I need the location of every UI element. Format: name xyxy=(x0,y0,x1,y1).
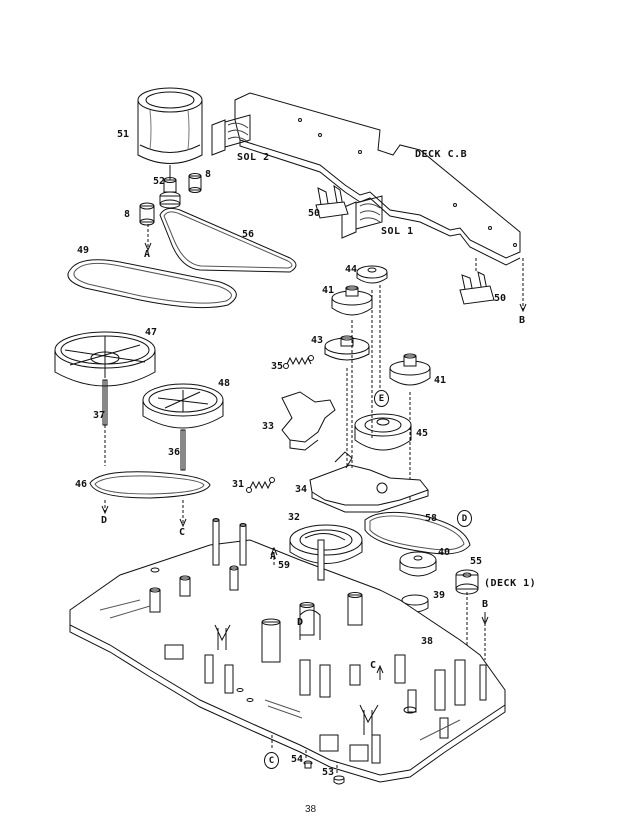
lever-33 xyxy=(282,392,335,450)
part-label-35: 35 xyxy=(271,361,284,372)
circled-letter-e: E xyxy=(374,390,389,407)
part-label-8-left: 8 xyxy=(124,209,131,220)
part-label-51: 51 xyxy=(117,129,130,140)
belts xyxy=(68,208,470,554)
springs xyxy=(247,356,314,493)
ref-letter-a-top: A xyxy=(144,249,151,260)
leaf-switch-50-left xyxy=(316,186,348,218)
part-label-50-left: 50 xyxy=(308,208,321,219)
solenoid-1-label: SOL 1 xyxy=(381,226,414,237)
part-label-55: 55 xyxy=(470,556,483,567)
leaf-switch-50-right xyxy=(460,258,494,304)
circled-letter-d: D xyxy=(457,510,472,527)
ref-letter-d-left: D xyxy=(101,515,108,526)
part-label-8-right: 8 xyxy=(205,169,212,180)
part-label-58: 58 xyxy=(425,513,438,524)
deck-1-label: (DECK 1) xyxy=(484,578,537,589)
part-label-40: 40 xyxy=(438,547,451,558)
reel-table-45 xyxy=(355,414,411,450)
part-label-41-right: 41 xyxy=(434,375,447,386)
gears-stack xyxy=(325,266,430,500)
ref-letter-d-base: D xyxy=(297,617,304,628)
pulley-40 xyxy=(400,552,436,576)
part-label-37: 37 xyxy=(93,410,106,421)
deck-circuit-board xyxy=(235,93,520,265)
pulley-parts xyxy=(140,174,201,251)
takeup-reel-48 xyxy=(143,384,223,526)
part-label-41-top: 41 xyxy=(322,285,335,296)
part-label-56: 56 xyxy=(242,229,255,240)
brake-plate-34 xyxy=(310,452,428,512)
ref-letter-b-right: B xyxy=(482,599,489,610)
part-label-59: 59 xyxy=(278,560,291,571)
ref-letter-c-left: C xyxy=(179,527,186,538)
part-label-34: 34 xyxy=(295,484,308,495)
solenoid-2-label: SOL 2 xyxy=(237,152,270,163)
part-label-48: 48 xyxy=(218,378,231,389)
solenoid-1 xyxy=(342,196,382,238)
part-label-33: 33 xyxy=(262,421,275,432)
part-label-38: 38 xyxy=(421,636,434,647)
supply-reel-47 xyxy=(55,332,155,513)
solenoid-2 xyxy=(212,115,250,155)
screws-54-53 xyxy=(304,761,344,784)
part-label-39: 39 xyxy=(433,590,446,601)
part-label-53: 53 xyxy=(322,767,335,778)
page-number: 38 xyxy=(305,804,317,815)
deck-cb-label: DECK C.B xyxy=(415,149,468,160)
ref-letter-b-top: B xyxy=(519,315,526,326)
circled-letter-c: C xyxy=(264,752,279,769)
part-label-31: 31 xyxy=(232,479,245,490)
part-label-36: 36 xyxy=(168,447,181,458)
part-label-44: 44 xyxy=(345,264,358,275)
part-label-52: 52 xyxy=(153,176,166,187)
ref-letter-a-base: A xyxy=(270,551,277,562)
ref-letter-c-base: C xyxy=(370,660,377,671)
capstan-motor xyxy=(138,88,202,180)
part-label-47: 47 xyxy=(145,327,158,338)
pulley-55 xyxy=(456,570,478,662)
main-chassis xyxy=(70,519,505,783)
part-label-50-right: 50 xyxy=(494,293,507,304)
part-label-32: 32 xyxy=(288,512,301,523)
part-label-46: 46 xyxy=(75,479,88,490)
part-label-43: 43 xyxy=(311,335,324,346)
base-reference-arrows xyxy=(271,548,488,680)
part-label-54: 54 xyxy=(291,754,304,765)
part-label-45: 45 xyxy=(416,428,429,439)
part-label-49: 49 xyxy=(77,245,90,256)
